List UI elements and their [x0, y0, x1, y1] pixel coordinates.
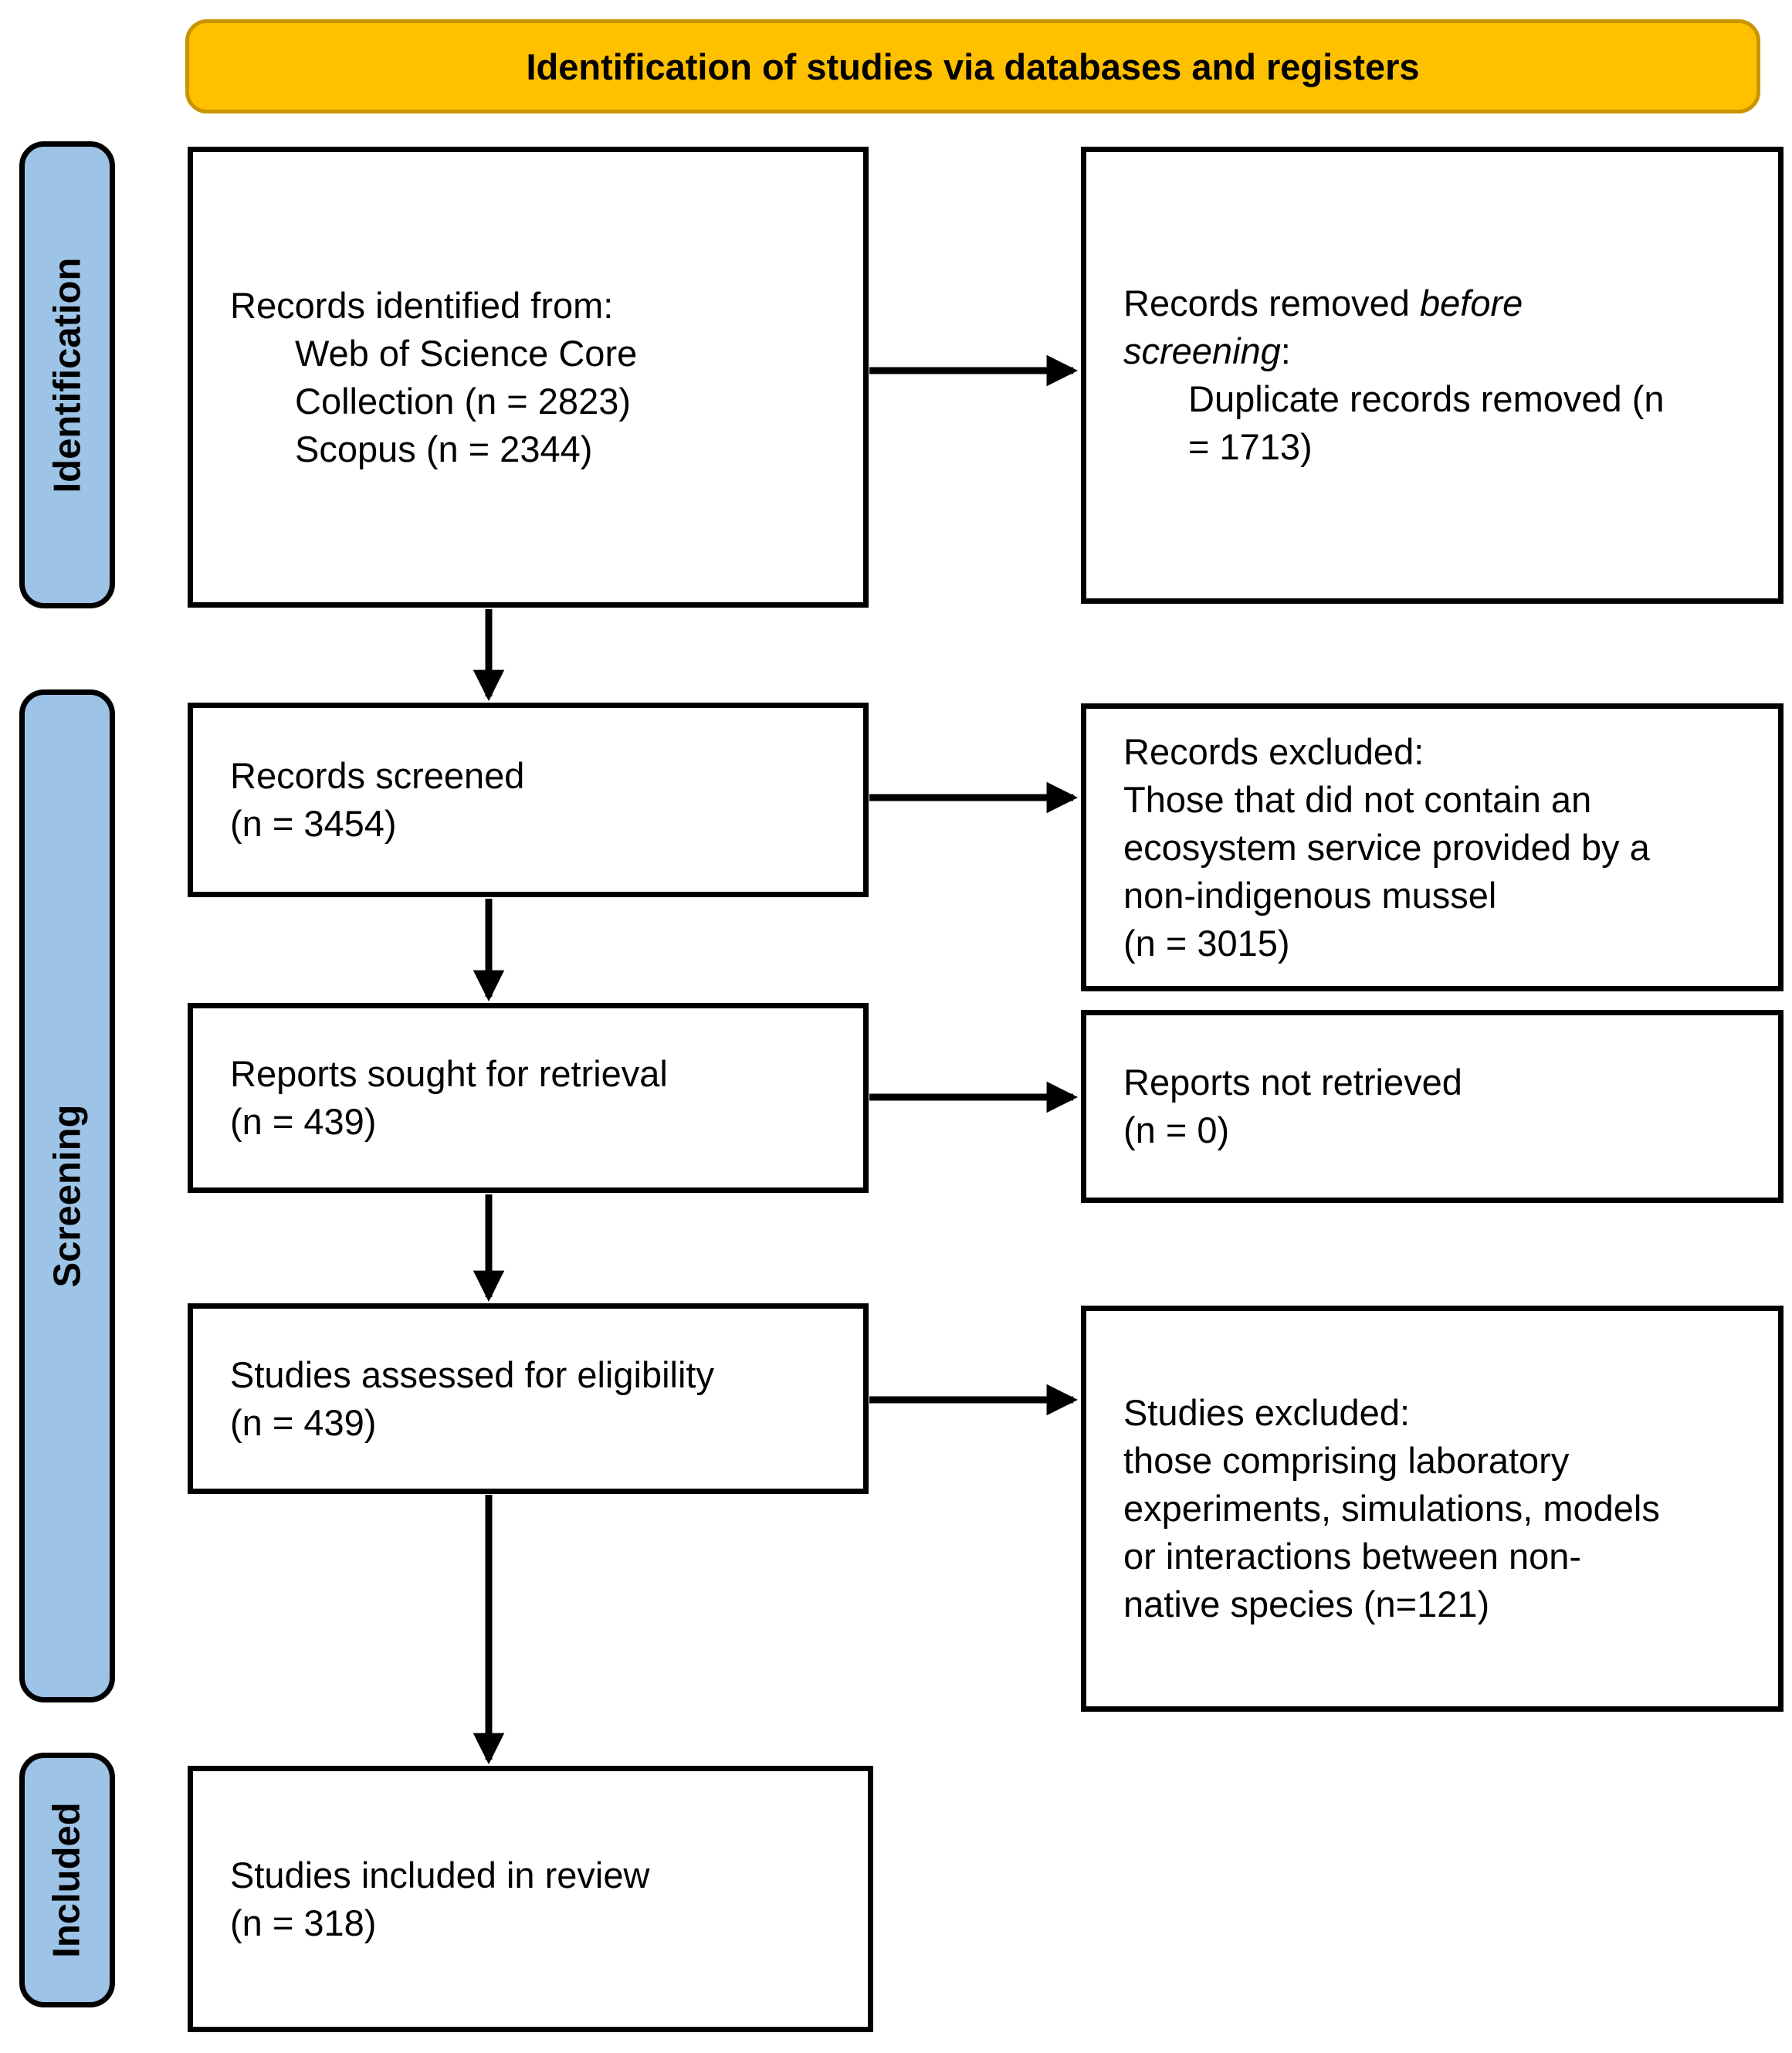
text-line: (n = 318): [230, 1902, 377, 1943]
box-studies-excluded: Studies excluded: those comprising labor…: [1081, 1306, 1784, 1712]
box-text: Records excluded: Those that did not con…: [1123, 728, 1758, 967]
text-line: non-indigenous mussel: [1123, 874, 1497, 916]
text-line: (n = 439): [230, 1101, 377, 1142]
text-line: Records excluded:: [1123, 730, 1424, 772]
text-line: Studies assessed for eligibility: [230, 1353, 714, 1395]
box-text: Studies excluded: those comprising labor…: [1123, 1389, 1758, 1628]
box-text: Reports not retrieved (n = 0): [1123, 1059, 1758, 1154]
box-text: Records screened (n = 3454): [230, 752, 843, 848]
stage-label-text: Included: [46, 1802, 88, 1958]
box-studies-included: Studies included in review (n = 318): [188, 1766, 873, 2032]
text-line: those comprising laboratory: [1123, 1440, 1570, 1481]
box-studies-assessed: Studies assessed for eligibility (n = 43…: [188, 1303, 869, 1494]
text-line: Those that did not contain an: [1123, 778, 1592, 820]
header-banner: Identification of studies via databases …: [185, 19, 1760, 113]
box-text: Records identified from: Web of Science …: [230, 282, 843, 473]
text-line: ecosystem service provided by a: [1123, 826, 1650, 868]
header-title: Identification of studies via databases …: [526, 46, 1420, 87]
box-text: Studies assessed for eligibility (n = 43…: [230, 1351, 843, 1447]
text-line: Reports sought for retrieval: [230, 1053, 668, 1094]
text-line: Reports not retrieved: [1123, 1062, 1462, 1103]
box-records-removed: Records removed before screening: Duplic…: [1081, 147, 1784, 604]
text-line: or interactions between non-: [1123, 1536, 1582, 1577]
stage-label-screening: Screening: [19, 689, 115, 1702]
text-line: Studies excluded:: [1123, 1392, 1411, 1433]
text-line: Scopus (n = 2344): [295, 428, 593, 469]
box-records-screened: Records screened (n = 3454): [188, 703, 869, 897]
text-line: (n = 439): [230, 1401, 377, 1443]
box-records-excluded: Records excluded: Those that did not con…: [1081, 703, 1784, 991]
box-reports-sought: Reports sought for retrieval (n = 439): [188, 1003, 869, 1193]
text-line: screening:: [1123, 327, 1758, 375]
stage-label-text: Screening: [46, 1104, 89, 1288]
box-text: Reports sought for retrieval (n = 439): [230, 1050, 843, 1146]
stage-label-text: Identification: [46, 257, 89, 493]
text-line: (n = 3015): [1123, 922, 1290, 964]
text-segment: Records removed: [1123, 283, 1420, 324]
text-segment: :: [1280, 330, 1291, 371]
text-line: = 1713): [1188, 426, 1313, 467]
text-line: native species (n=121): [1123, 1584, 1490, 1624]
box-records-identified: Records identified from: Web of Science …: [188, 147, 869, 608]
text-segment-italic: screening: [1123, 330, 1281, 371]
box-text: Studies included in review (n = 318): [230, 1851, 848, 1947]
text-line: experiments, simulations, models: [1123, 1488, 1660, 1529]
box-text: Records removed before screening: Duplic…: [1123, 279, 1758, 471]
stage-label-included: Included: [19, 1753, 115, 2007]
text-line: Records removed before: [1123, 279, 1758, 327]
text-line: Web of Science Core: [295, 332, 638, 374]
box-reports-not-retrieved: Reports not retrieved (n = 0): [1081, 1010, 1784, 1203]
text-line: Records identified from:: [230, 284, 614, 326]
text-line: Duplicate records removed (n: [1188, 378, 1665, 419]
text-line: Collection (n = 2823): [295, 380, 632, 422]
text-line: (n = 3454): [230, 803, 397, 844]
text-line: Studies included in review: [230, 1854, 650, 1895]
stage-label-identification: Identification: [19, 141, 115, 608]
text-segment-italic: before: [1420, 283, 1523, 324]
text-line: Records screened: [230, 755, 525, 796]
text-line: (n = 0): [1123, 1110, 1230, 1150]
